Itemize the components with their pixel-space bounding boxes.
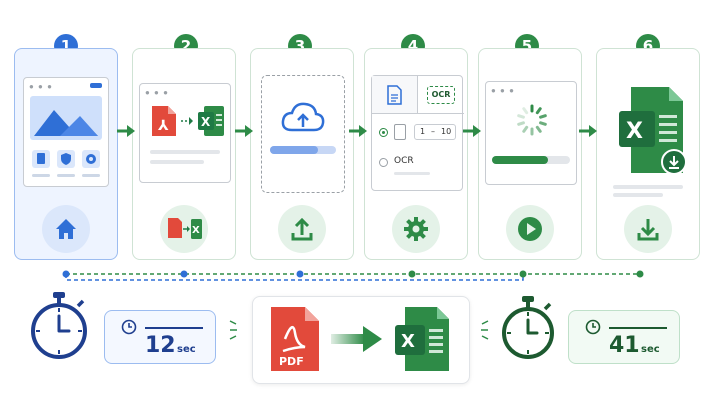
arrow-right-icon: [349, 125, 367, 137]
download-icon: [637, 219, 659, 241]
step-2-icon-circle[interactable]: X: [160, 205, 208, 253]
cloud-upload-icon: [281, 102, 325, 132]
window-dots-icon: ● ● ●: [145, 88, 169, 97]
text-line: [613, 185, 683, 189]
step-6-icon-circle[interactable]: [624, 205, 672, 253]
doc-tile: [32, 150, 50, 168]
conversion-progress-bar: [492, 156, 570, 164]
text-line: [150, 150, 220, 154]
document-icon: [387, 85, 402, 105]
stopwatch-icon: [31, 292, 87, 359]
excel-file-icon: X: [198, 106, 224, 136]
text-line: [57, 174, 75, 177]
pdf-file-icon: [271, 307, 319, 371]
page-from: 1: [420, 127, 426, 136]
step-2-card: ● ● ● ⅄ X X: [132, 48, 236, 260]
upload-icon: [291, 217, 313, 241]
window-dots-icon: ● ● ●: [29, 82, 53, 91]
pdf-to-excel-icon: X: [168, 218, 202, 239]
clock-icon: [121, 319, 137, 335]
home-icon: [56, 219, 76, 239]
ocr-option-label: OCR: [394, 156, 414, 166]
conversion-arrow-icon: [331, 326, 382, 352]
shield-tile: [57, 150, 75, 168]
gear-icon: [86, 154, 96, 164]
excel-file-icon: X: [395, 307, 449, 371]
step-4-icon-circle[interactable]: [392, 205, 440, 253]
document-icon: [37, 153, 45, 164]
range-dash: –: [431, 127, 435, 136]
svg-text:X: X: [401, 331, 415, 352]
pdf-label: PDF: [279, 355, 304, 368]
step-1-card: ● ● ●: [14, 48, 118, 260]
time-value: 12: [145, 333, 176, 358]
sparkle-icon: [229, 320, 237, 340]
elapsed-time-before: 12 sec: [104, 310, 216, 364]
sparkle-icon: [481, 320, 489, 340]
timeline-connector: [62, 270, 644, 281]
arrow-right-icon: [235, 125, 253, 137]
time-divider: [145, 327, 203, 329]
step-6-card: X: [596, 48, 700, 260]
shield-icon: [61, 153, 71, 165]
options-panel: OCR 1 – 10 OCR: [371, 75, 464, 191]
ocr-tab[interactable]: OCR: [418, 76, 464, 114]
upload-progress-bar: [270, 146, 336, 154]
time-divider: [609, 327, 667, 329]
step-5-card: ● ● ●: [478, 48, 582, 260]
processing-window: ● ● ●: [485, 81, 577, 185]
play-icon: [518, 217, 542, 241]
text-line: [82, 174, 100, 177]
svg-text:X: X: [201, 115, 211, 129]
small-arrow-icon: [181, 117, 193, 125]
text-line: [32, 174, 50, 177]
browser-menu-icon: [90, 83, 102, 88]
time-value: 41: [609, 333, 640, 358]
upload-dropzone[interactable]: [261, 75, 345, 193]
page-range-radio[interactable]: [379, 128, 388, 137]
time-unit: sec: [641, 344, 660, 355]
ocr-badge: OCR: [427, 86, 455, 104]
svg-text:X: X: [626, 119, 643, 144]
text-line: [394, 172, 430, 175]
gear-tile: [82, 150, 100, 168]
page-to: 10: [441, 127, 452, 136]
step-4-card: OCR 1 – 10 OCR: [364, 48, 468, 260]
image-icon: [30, 96, 102, 140]
loading-spinner-icon: [517, 104, 547, 136]
page-doc-icon: [394, 124, 406, 140]
arrow-right-icon: [117, 125, 135, 137]
conversion-illustration: PDF X: [252, 296, 470, 384]
time-unit: sec: [177, 344, 196, 355]
step-3-card: [250, 48, 354, 260]
document-tab[interactable]: [372, 76, 418, 114]
arrow-right-icon: [579, 125, 597, 137]
browser-window: ● ● ●: [23, 77, 109, 187]
text-line: [150, 160, 204, 164]
clock-icon: [585, 319, 601, 335]
step-3-icon-circle[interactable]: [278, 205, 326, 253]
page-range-field[interactable]: 1 – 10: [414, 124, 456, 140]
text-line: [613, 193, 663, 197]
step-1-icon-circle[interactable]: [42, 205, 90, 253]
gear-icon: [404, 217, 428, 241]
stopwatch-icon: [502, 296, 554, 359]
download-badge-icon: [661, 149, 687, 175]
ocr-radio[interactable]: [379, 158, 388, 167]
arrow-right-icon: [463, 125, 481, 137]
pdf-file-icon: ⅄: [152, 106, 176, 136]
elapsed-time-after: 41 sec: [568, 310, 680, 364]
converter-window: ● ● ● ⅄ X: [139, 83, 231, 183]
svg-text:⅄: ⅄: [158, 118, 169, 134]
svg-text:X: X: [192, 225, 200, 236]
window-dots-icon: ● ● ●: [491, 86, 515, 95]
step-5-icon-circle[interactable]: [506, 205, 554, 253]
